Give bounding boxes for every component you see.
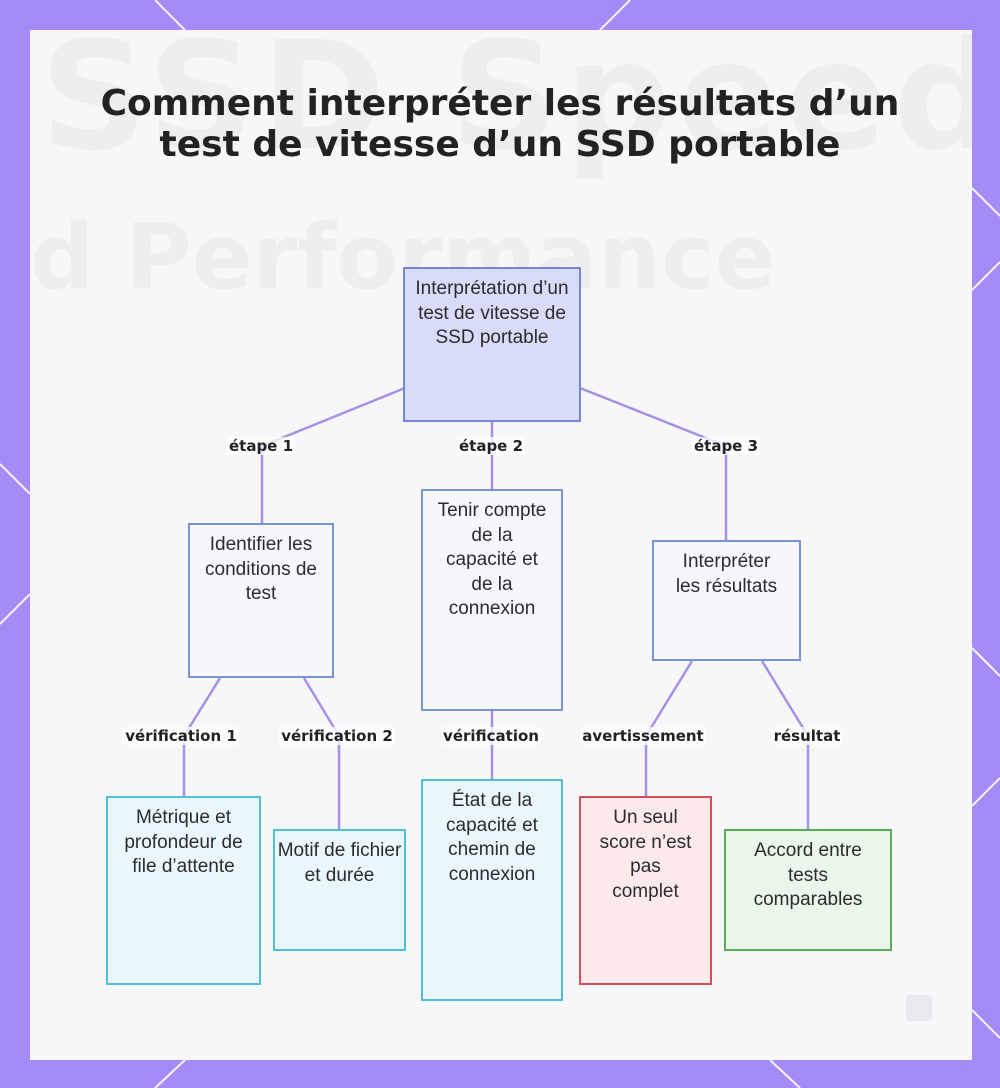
edge-label-warning: avertissement [580,727,706,745]
diagram-title: Comment interpréter les résultats d’un t… [100,83,900,165]
edge-root-step3 [579,386,728,541]
edge-label-step-2: étape 2 [456,437,526,455]
node-leaf-warning: Un seul score n’est pas complet [579,796,712,985]
node-step-2: Tenir compte de la capacité et de la con… [421,489,563,711]
node-root: Interprétation d’un test de vitesse de S… [403,267,581,422]
edge-label-check-1: vérification 1 [123,727,239,745]
edge-step3-leaf5 [760,660,810,830]
node-leaf-result: Accord entre tests comparables [724,829,892,951]
node-leaf-pattern: Motif de fichier et durée [273,829,406,951]
edge-label-result: résultat [771,727,843,745]
node-step-1: Identifier les conditions de test [188,523,334,678]
edge-label-check: vérification [441,727,541,745]
edge-root-step1 [260,386,406,524]
node-leaf-metric: Métrique et profondeur de file d’attente [106,796,261,985]
edge-label-step-3: étape 3 [691,437,761,455]
node-leaf-capacity: État de la capacité et chemin de connexi… [421,779,563,1001]
node-step-3: Interpréter les résultats [652,540,801,661]
edge-label-step-1: étape 1 [226,437,296,455]
brand-logo-icon [906,995,932,1021]
edge-step1-leaf2 [302,677,341,830]
edge-label-check-2: vérification 2 [279,727,395,745]
